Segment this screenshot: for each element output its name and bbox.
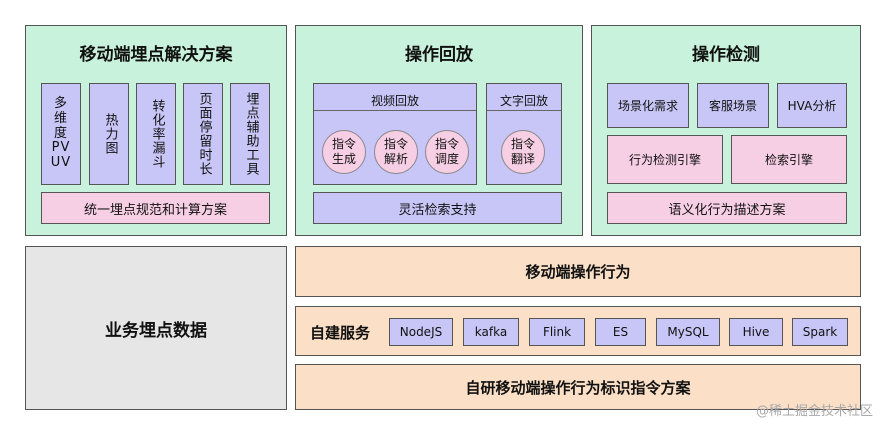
text-replay-divider: [487, 110, 561, 111]
service-flink: Flink: [529, 318, 585, 346]
service-hive: Hive: [729, 318, 783, 346]
tracking-item-heatmap: 热力图: [89, 83, 129, 185]
tracking-footer: 统一埋点规范和计算方案: [41, 192, 270, 224]
self-built-services-box: 自建服务 NodeJS kafka Flink ES MySQL Hive Sp…: [295, 306, 861, 356]
instruction-scheme-box: 自研移动端操作行为标识指令方案: [295, 364, 861, 410]
detect-footer: 语义化行为描述方案: [607, 192, 847, 224]
tracking-item-dwell-time: 页面停留时长: [183, 83, 223, 185]
tracking-item-funnel: 转化率漏斗: [136, 83, 176, 185]
service-nodejs: NodeJS: [389, 318, 453, 346]
self-built-services-label: 自建服务: [310, 324, 371, 342]
customer-service-box: 客服场景: [697, 83, 769, 128]
behavior-detect-engine-box: 行为检测引擎: [607, 135, 723, 184]
operation-replay-panel: 操作回放 视频回放 指令生成 指令解析 指令调度 文字回放 指令翻译 灵活检索支…: [295, 25, 583, 236]
operation-detect-panel: 操作检测 场景化需求 客服场景 HVA分析 行为检测引擎 检索引擎 语义化行为描…: [591, 25, 861, 236]
video-replay-divider: [314, 110, 476, 111]
tracking-item-helper-tools: 埋点辅助工具: [230, 83, 270, 185]
replay-panel-title: 操作回放: [405, 45, 473, 65]
service-spark: Spark: [792, 318, 848, 346]
business-tracking-data-box: 业务埋点数据: [25, 246, 287, 410]
tracking-panel-title: 移动端埋点解决方案: [79, 45, 233, 65]
watermark-text: @稀土掘金技术社区: [755, 404, 873, 419]
video-replay-box: 视频回放 指令生成 指令解析 指令调度: [313, 83, 477, 185]
circle-instruction-schedule: 指令调度: [425, 130, 469, 174]
detect-panel-title: 操作检测: [692, 45, 760, 65]
hva-analysis-box: HVA分析: [777, 83, 847, 128]
service-es: ES: [595, 318, 646, 346]
video-replay-label: 视频回放: [370, 94, 419, 108]
circle-instruction-parse: 指令解析: [374, 130, 418, 174]
text-replay-label: 文字回放: [499, 94, 548, 108]
search-engine-box: 检索引擎: [731, 135, 847, 184]
replay-footer: 灵活检索支持: [313, 192, 562, 224]
service-mysql: MySQL: [656, 318, 720, 346]
mobile-operation-behavior-box: 移动端操作行为: [295, 246, 861, 297]
service-kafka: kafka: [463, 318, 519, 346]
scenario-needs-box: 场景化需求: [607, 83, 689, 128]
text-replay-box: 文字回放 指令翻译: [486, 83, 562, 185]
circle-instruction-translate: 指令翻译: [501, 130, 545, 174]
circle-instruction-generate: 指令生成: [322, 130, 366, 174]
